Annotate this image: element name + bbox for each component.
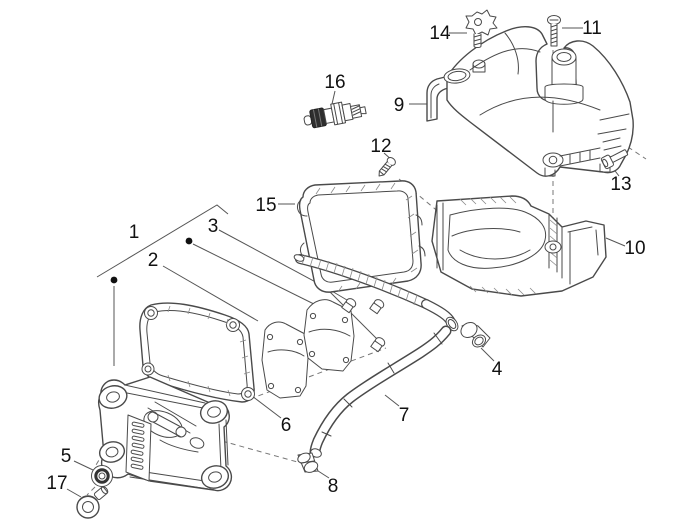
cover-gasket bbox=[139, 302, 255, 403]
label-part-2: 2 bbox=[148, 250, 159, 271]
label-part-8: 8 bbox=[328, 476, 339, 497]
upper-shroud bbox=[426, 26, 634, 177]
label-part-9: 9 bbox=[394, 95, 405, 116]
label-part-10: 10 bbox=[624, 238, 645, 259]
bullet-marker-part3 bbox=[185, 237, 193, 245]
knob-screw bbox=[465, 9, 498, 48]
label-part-12: 12 bbox=[370, 136, 391, 157]
label-part-1: 1 bbox=[129, 222, 140, 243]
label-part-4: 4 bbox=[492, 359, 503, 380]
sleeve bbox=[460, 321, 491, 348]
lower-shroud bbox=[431, 195, 607, 297]
screw-12 bbox=[378, 157, 396, 177]
breather-plate-front bbox=[261, 321, 309, 399]
label-part-14: 14 bbox=[429, 23, 451, 44]
label-part-3: 3 bbox=[208, 216, 219, 237]
part-labels: 1 2 3 4 5 6 7 8 9 10 11 12 13 14 15 16 1… bbox=[46, 18, 645, 497]
spark-plug bbox=[303, 101, 367, 129]
breather-plate-rear bbox=[303, 299, 355, 372]
label-part-16: 16 bbox=[324, 72, 345, 93]
label-part-5: 5 bbox=[61, 446, 72, 467]
leader-lines bbox=[66, 27, 626, 498]
label-part-6: 6 bbox=[281, 415, 292, 436]
gasket-frame bbox=[296, 180, 426, 293]
ring-grommet bbox=[91, 465, 113, 487]
bolt-13 bbox=[600, 149, 629, 170]
label-part-15: 15 bbox=[255, 195, 276, 216]
label-part-11: 11 bbox=[582, 18, 602, 39]
bullet-marker-part1 bbox=[110, 276, 118, 284]
plate-screws bbox=[341, 298, 386, 353]
cylinder-head-cover bbox=[97, 376, 233, 492]
breather-hose bbox=[293, 254, 459, 458]
screw-11 bbox=[547, 15, 561, 47]
label-part-17: 17 bbox=[46, 473, 67, 494]
flanged-screw bbox=[76, 486, 109, 519]
hose-fitting bbox=[297, 452, 319, 473]
label-part-7: 7 bbox=[399, 405, 410, 426]
label-part-13: 13 bbox=[610, 174, 631, 195]
